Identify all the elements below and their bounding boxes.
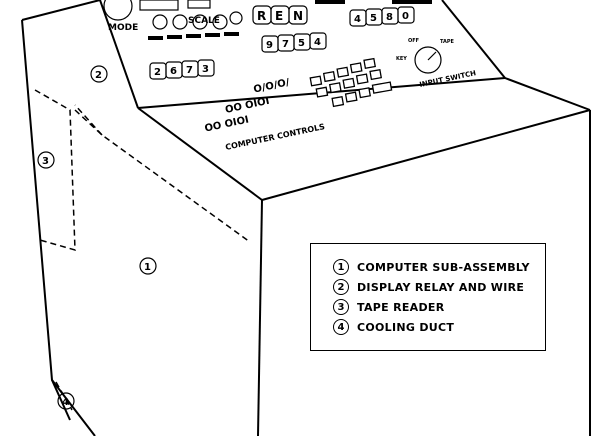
- svg-text:3: 3: [42, 156, 49, 167]
- svg-text:TAPE: TAPE: [440, 39, 455, 45]
- digit: 9: [266, 40, 273, 51]
- keypad-key[interactable]: [363, 57, 376, 69]
- legend-item: 4 COOLING DUCT: [333, 318, 454, 336]
- digit: 7: [282, 39, 289, 50]
- knob[interactable]: [212, 14, 228, 30]
- digit: 2: [154, 67, 161, 78]
- legend-item: 1 COMPUTER SUB-ASSEMBLY: [333, 258, 530, 276]
- legend: 1 COMPUTER SUB-ASSEMBLY 2 DISPLAY RELAY …: [310, 243, 546, 351]
- legend-number: 2: [333, 279, 349, 295]
- digit: 8: [386, 12, 393, 23]
- legend-item: 3 TAPE READER: [333, 298, 444, 316]
- left-readout: 2 6 7 3: [149, 59, 215, 80]
- ren-readout: R E N: [252, 5, 308, 25]
- switch[interactable]: [224, 32, 239, 36]
- keypad-key[interactable]: [344, 91, 358, 103]
- input-switch-knob[interactable]: [414, 46, 442, 74]
- svg-text:OO OIOI: OO OIOI: [204, 114, 250, 134]
- digit: 0: [402, 11, 409, 22]
- callout-3: 3: [37, 151, 55, 169]
- callout-2: 2: [90, 65, 108, 83]
- digit: N: [293, 9, 303, 23]
- digit: 4: [354, 14, 361, 25]
- legend-item: 2 DISPLAY RELAY AND WIRE: [333, 278, 524, 296]
- mode-knob[interactable]: [103, 0, 133, 21]
- keypad-key[interactable]: [371, 81, 393, 94]
- svg-text:KEY: KEY: [396, 56, 407, 62]
- svg-text:2: 2: [95, 70, 102, 81]
- legend-text: TAPE READER: [357, 300, 445, 314]
- digit: 4: [314, 37, 321, 48]
- svg-text:4: 4: [62, 397, 69, 408]
- knob-row: [152, 11, 243, 30]
- keypad-key[interactable]: [309, 75, 323, 87]
- switch[interactable]: [167, 35, 182, 39]
- knob[interactable]: [192, 14, 208, 30]
- cabinet-outline: [21, 0, 591, 436]
- display-window-small: [187, 0, 211, 9]
- digit: 7: [186, 65, 193, 76]
- switch[interactable]: [186, 34, 201, 38]
- knob[interactable]: [172, 14, 188, 30]
- callout-4: 4: [57, 392, 75, 410]
- digit: 3: [202, 64, 209, 75]
- switch[interactable]: [148, 36, 163, 40]
- keypad: [309, 57, 393, 108]
- knob[interactable]: [152, 14, 168, 30]
- digit: 6: [170, 66, 177, 77]
- center-readout: 9 7 5 4: [261, 32, 327, 53]
- keypad-key[interactable]: [322, 71, 336, 83]
- indicator-bar: [392, 0, 432, 4]
- switch-row: [148, 32, 239, 40]
- keypad-key[interactable]: [315, 86, 329, 98]
- knob[interactable]: [229, 11, 243, 25]
- legend-text: COOLING DUCT: [357, 320, 455, 334]
- digit: 5: [298, 38, 305, 49]
- svg-text:O/O/O/: O/O/O/: [253, 77, 291, 95]
- digit: 5: [370, 13, 377, 24]
- keypad-key[interactable]: [331, 95, 345, 108]
- top-right-readout: 4 5 8 0: [349, 6, 415, 27]
- svg-text:1: 1: [144, 262, 151, 273]
- digit-cell: [288, 5, 308, 25]
- desk-controls: OO OIOI OO OIOI O/O/O/ COMPUTER CONTROLS: [204, 38, 477, 152]
- display-window: [139, 0, 179, 11]
- callout-1: 1: [139, 257, 157, 275]
- keypad-key[interactable]: [349, 62, 363, 74]
- legend-number: 4: [333, 319, 349, 335]
- keypad-key[interactable]: [342, 77, 356, 89]
- keypad-key[interactable]: [355, 73, 369, 85]
- keypad-key[interactable]: [328, 82, 342, 94]
- legend-number: 3: [333, 299, 349, 315]
- scale-label: SCALE: [188, 16, 220, 26]
- indicator-bar: [315, 0, 345, 4]
- digit: E: [275, 9, 283, 23]
- keypad-key[interactable]: [336, 66, 350, 78]
- switch[interactable]: [205, 33, 220, 37]
- hidden-components: [34, 89, 251, 411]
- input-switch-label: INPUT SWITCH: [419, 69, 477, 89]
- mode-label: MODE: [108, 23, 138, 33]
- digit: R: [257, 9, 266, 23]
- legend-text: COMPUTER SUB-ASSEMBLY: [357, 260, 530, 274]
- sloped-control-panel: MODE SCALE R E N: [103, 0, 432, 80]
- computer-control-switches: OO OIOI OO OIOI O/O/O/: [204, 77, 291, 134]
- legend-number: 1: [333, 259, 349, 275]
- keypad-key[interactable]: [358, 87, 372, 99]
- keypad-key[interactable]: [369, 68, 383, 81]
- legend-text: DISPLAY RELAY AND WIRE: [357, 280, 525, 294]
- svg-text:OFF: OFF: [408, 38, 419, 44]
